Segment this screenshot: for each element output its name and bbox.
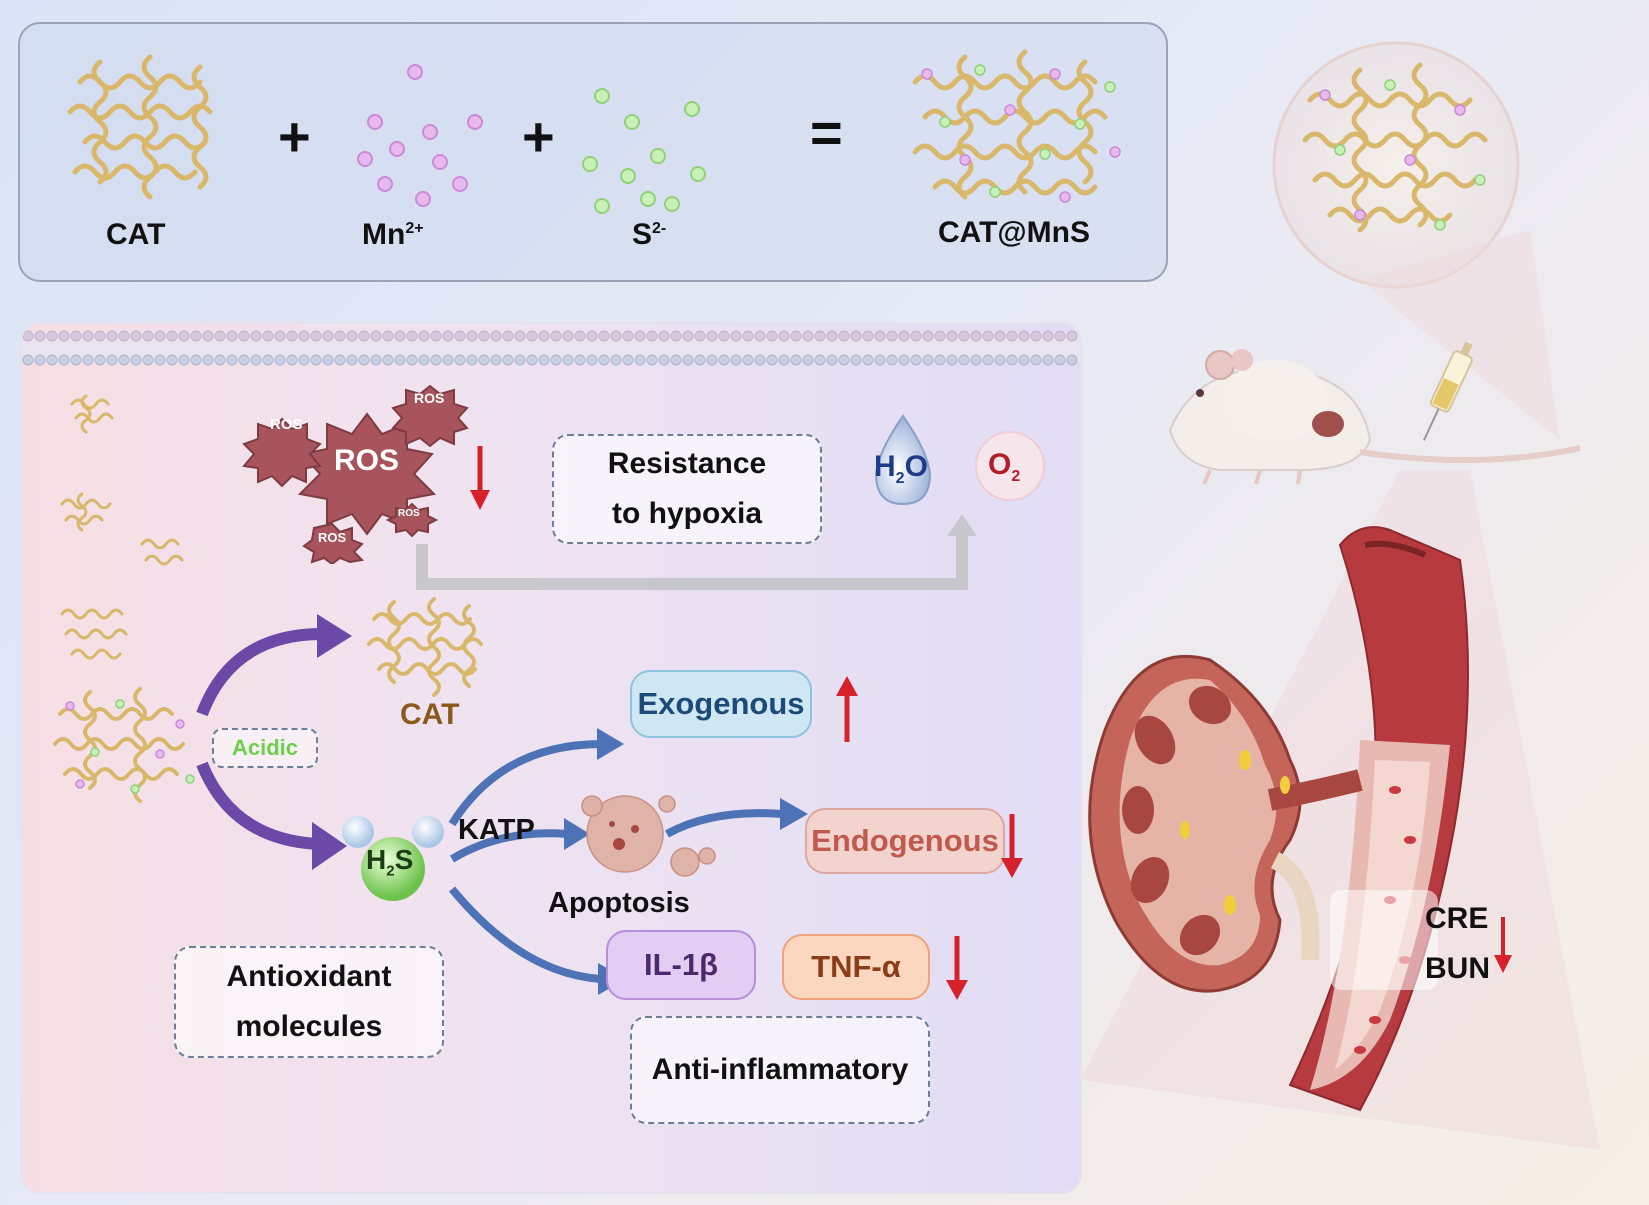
water-droplet-icon	[874, 414, 932, 506]
anti-inflammatory-box: Anti-inflammatory	[630, 1016, 930, 1124]
syringe-icon	[1423, 341, 1473, 441]
released-cat-protein	[367, 597, 483, 697]
hypoxia-line2: to hypoxia	[611, 497, 762, 530]
antioxidant-line1: Antioxidant	[226, 960, 392, 993]
ros-cluster	[242, 384, 469, 564]
cat-release-label: CAT	[400, 698, 460, 731]
plus-sign-2: +	[522, 105, 555, 168]
h2o-label: H2O	[874, 450, 928, 487]
cre-label: CRE	[1425, 902, 1489, 935]
exogenous-up-arrow	[836, 676, 858, 742]
cytokine-down-arrow	[946, 936, 968, 1000]
kidney-illustration	[1088, 654, 1363, 993]
kidney-down-arrow	[1494, 917, 1512, 973]
endogenous-down-arrow	[1001, 814, 1023, 878]
cat-label: CAT	[106, 218, 166, 251]
apoptotic-cell-icon	[581, 795, 716, 877]
plus-sign-1: +	[278, 105, 311, 168]
ros-small-label-3: ROS	[318, 530, 347, 545]
s-label: S2-	[632, 218, 667, 251]
hypoxia-resistance-box: Resistance to hypoxia	[552, 434, 822, 544]
equals-sign: =	[810, 101, 843, 164]
ros-down-arrow	[470, 446, 490, 510]
marker-box	[1330, 890, 1438, 990]
exogenous-pill: Exogenous	[630, 670, 812, 738]
purple-arrows	[196, 614, 352, 870]
oxygen-bubble-icon	[975, 431, 1045, 501]
o2-label: O2	[988, 448, 1021, 485]
cat-mns-particle-cell	[53, 687, 195, 803]
acidic-label: Acidic	[212, 728, 318, 768]
endogenous-pill: Endogenous	[805, 808, 1005, 874]
mn-label: Mn2+	[362, 218, 424, 251]
zoomed-nanoparticle	[1302, 62, 1488, 233]
bun-label: BUN	[1425, 952, 1490, 985]
apoptosis-label: Apoptosis	[548, 887, 690, 919]
cell-mechanism-panel: ROS ROS ROS ROS ROS Resistance to hypoxi…	[20, 322, 1082, 1194]
in-vivo-illustration	[1080, 41, 1600, 1150]
synthesis-panel: CAT + Mn2+ + S2- =	[18, 22, 1168, 282]
ros-small-label-2: ROS	[414, 390, 445, 406]
katp-label: KATP	[458, 814, 535, 846]
sulfide-ion-dots	[582, 88, 706, 214]
il1b-pill: IL-1β	[606, 930, 756, 1000]
hypoxia-line1: Resistance	[607, 447, 767, 480]
antioxidant-line2: molecules	[235, 1010, 383, 1043]
tnfa-pill: TNF-α	[782, 934, 930, 1000]
cat-protein-cluster	[67, 54, 213, 200]
ros-to-o2-arrow	[416, 514, 977, 590]
h2s-label: H2S	[366, 844, 414, 880]
antioxidant-box: Antioxidant molecules	[174, 946, 444, 1058]
h2s-molecule	[342, 816, 444, 901]
mouse-illustration	[1168, 349, 1581, 485]
mn-ion-dots	[357, 64, 483, 207]
floating-nanoparticles	[60, 394, 184, 660]
cat-mns-nanoparticle	[912, 49, 1121, 203]
ros-small-label-4: ROS	[398, 508, 420, 519]
cat-mns-label: CAT@MnS	[938, 216, 1091, 249]
cell-membrane	[22, 330, 1080, 366]
ros-big-label: ROS	[334, 444, 400, 477]
ros-small-label-1: ROS	[270, 416, 303, 433]
